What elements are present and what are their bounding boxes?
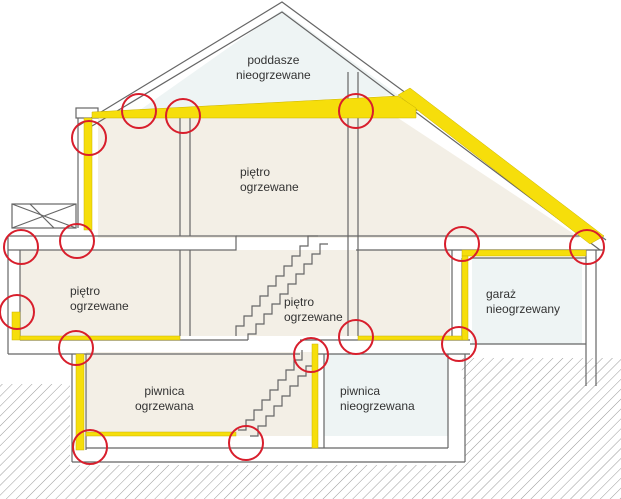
attic-floor-insulation [91,95,417,119]
basement-unheated-room [324,354,448,436]
basement-heated-room [86,352,316,436]
thermal-bridge-marker [58,330,94,366]
thermal-bridge-marker [444,226,480,262]
ground [0,358,621,499]
thermal-bridge-marker [59,223,95,259]
left-wall-insulation [11,311,21,341]
thermal-bridge-marker [3,229,39,265]
chimney-wall-insulation [83,117,93,231]
thermal-bridge-marker [338,319,374,355]
garage-wall-insulation [461,255,469,341]
garage-ceiling-insulation [461,249,587,257]
thermal-bridge-markers [0,93,605,465]
thermal-bridge-marker [165,98,201,134]
thermal-bridge-marker [72,429,108,465]
basement-floor-insulation [85,431,237,437]
thermal-bridge-marker [569,229,605,265]
thermal-bridge-marker [71,120,107,156]
thermal-bridge-marker [441,326,477,362]
garage-room [472,258,582,344]
insulation [11,87,605,451]
middle-floor-insulation-left [19,335,181,341]
room-fills [20,10,582,436]
upper-floor-room [98,118,580,238]
stairs [235,235,328,437]
thermal-bridge-marker [228,425,264,461]
basement-partition-insulation [311,343,319,449]
basement-wall-insulation [75,353,85,451]
attic-room [140,10,398,110]
middle-floor-insulation-right [357,335,463,341]
thermal-bridge-marker [338,93,374,129]
roof-insulation [397,87,605,245]
thermal-bridge-marker [293,337,329,373]
left-floor-room [20,250,450,336]
thermal-bridge-marker [0,294,35,330]
thermal-bridge-marker [121,93,157,129]
